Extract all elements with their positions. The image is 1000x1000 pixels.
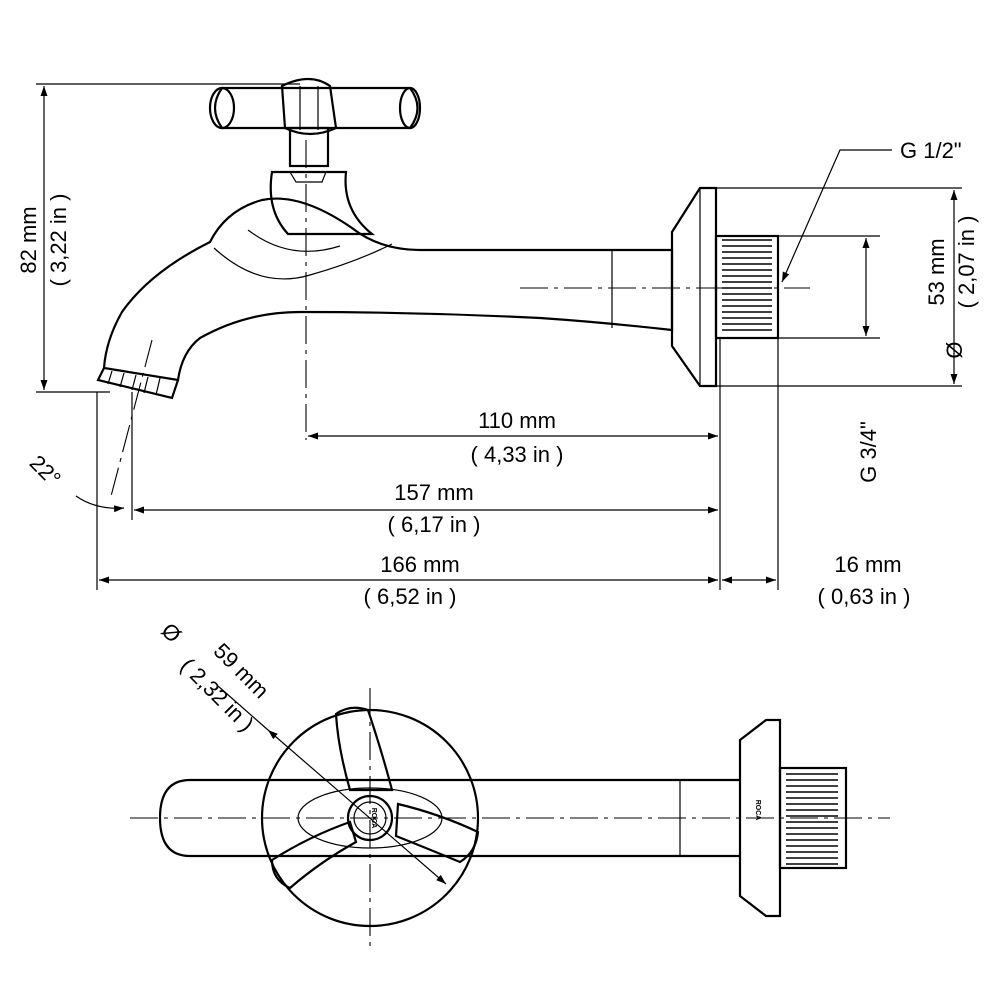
dim-157-inch: ( 6,17 in ) — [388, 512, 481, 537]
dim-110-inch: ( 4,33 in ) — [471, 442, 564, 467]
thread-connector-side — [714, 234, 780, 340]
spout-body — [96, 197, 674, 400]
bonnet — [269, 170, 376, 236]
cross-handle-top — [270, 706, 480, 890]
thread-bottom-label: G 3/4" — [856, 421, 881, 483]
wall-flange — [670, 186, 718, 388]
cross-handle-side — [208, 77, 422, 136]
brand-mark-flange: ROCA — [754, 800, 761, 821]
angle-label: 22° — [25, 450, 66, 491]
dim-16-inch: ( 0,63 in ) — [818, 584, 911, 609]
thread-top-label: G 1/2" — [900, 138, 962, 163]
wall-flange-top — [738, 718, 782, 918]
flange-dia-mm: 53 mm — [924, 238, 949, 305]
flange-dia-inch: ( 2,07 in ) — [954, 216, 979, 309]
dim-16-mm: 16 mm — [834, 552, 901, 577]
brand-mark-handle: ROCA — [370, 808, 377, 829]
dim-110-mm: 110 mm — [478, 408, 556, 433]
dim-157-mm: 157 mm — [394, 480, 473, 505]
flange-dia-symbol: Ø — [942, 341, 967, 358]
top-view — [130, 685, 890, 950]
handle-stem — [288, 126, 330, 168]
dim-166-inch: ( 6,52 in ) — [364, 584, 457, 609]
height-dim-inch: ( 3,22 in ) — [46, 194, 71, 287]
spout-tube-top — [158, 778, 740, 858]
dim-166-mm: 166 mm — [380, 552, 459, 577]
height-dim-mm: 82 mm — [16, 206, 41, 273]
side-view — [36, 77, 962, 590]
handle-dia-symbol: Ø — [156, 618, 186, 648]
